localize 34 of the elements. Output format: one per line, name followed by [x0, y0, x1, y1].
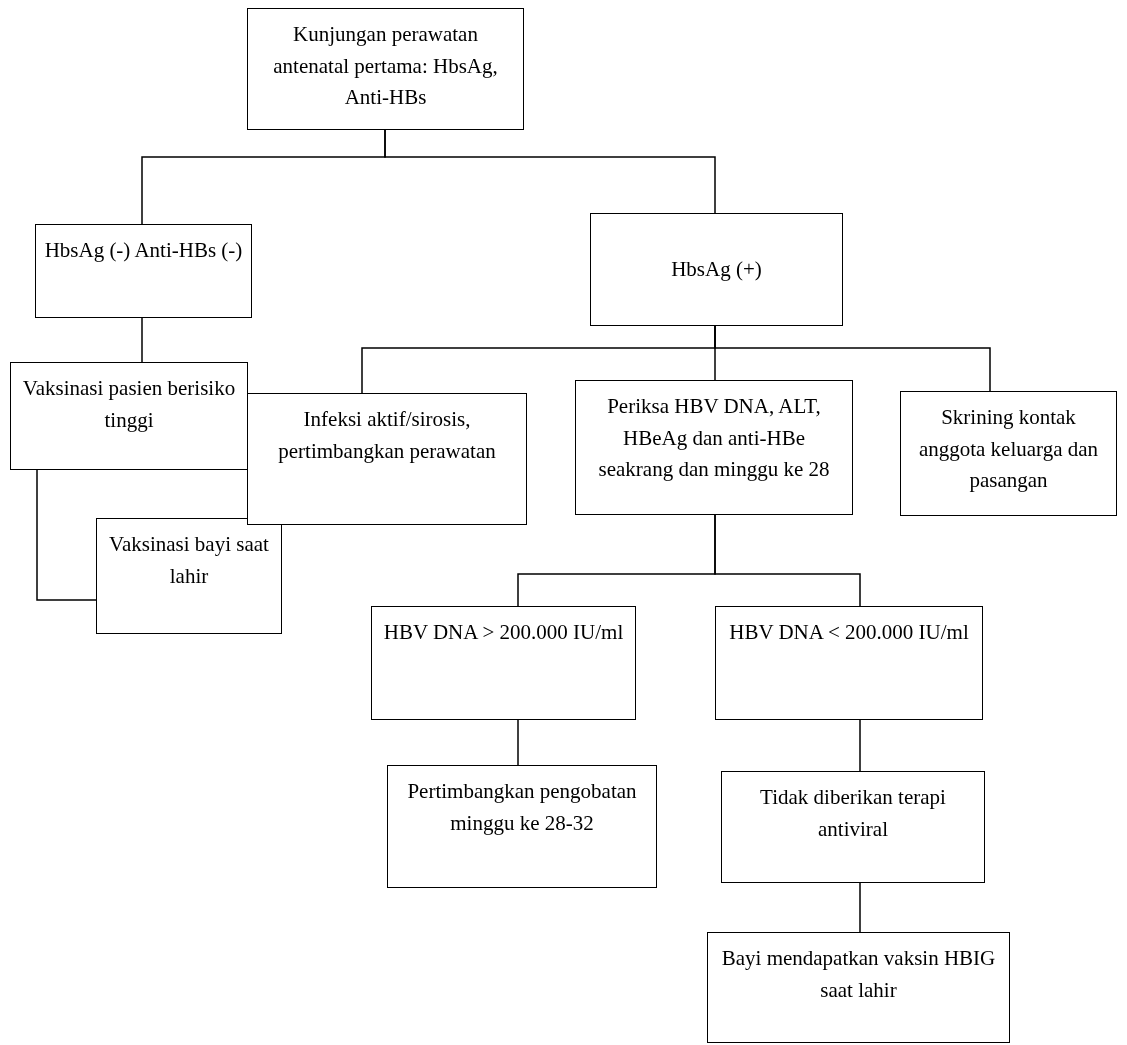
process-box: [247, 393, 527, 525]
process-box: [721, 771, 985, 883]
box-text: Periksa HBV DNA, ALT, HBeAg dan anti-HBe seakrang dan minggu ke 28: [597, 393, 831, 483]
box-text: Pertimbangkan pengobatan minggu ke 28-32: [406, 778, 638, 837]
connector-line: [384, 129, 716, 214]
box-text: Vaksinasi bayi saat lahir: [108, 531, 270, 590]
connector-line: [36, 469, 97, 601]
box-text: Infeksi aktif/sirosis, pertimbangkan perawatan: [277, 406, 497, 465]
connector-line: [714, 325, 991, 392]
connector-line: [859, 882, 861, 933]
process-box: [575, 380, 853, 515]
box-text: Bayi mendapatkan vaksin HBIG saat lahir: [720, 945, 997, 1004]
connector-line: [517, 719, 519, 766]
process-box: [900, 391, 1117, 516]
process-box: [247, 8, 524, 130]
connector-line: [859, 719, 861, 772]
process-box: [387, 765, 657, 888]
box-text: HbsAg (+): [671, 255, 762, 283]
box-text: HBV DNA < 200.000 IU/ml: [729, 619, 969, 646]
process-box: [371, 606, 636, 720]
box-text: HBV DNA > 200.000 IU/ml: [383, 619, 624, 646]
process-box: [35, 224, 252, 318]
connector-line: [714, 514, 861, 607]
box-text: Kunjungan perawatan antenatal pertama: HbsAg, Anti-HBs: [272, 21, 499, 111]
process-box: [707, 932, 1010, 1043]
box-text: Vaksinasi pasien berisiko tinggi: [21, 375, 237, 434]
process-box: [96, 518, 282, 634]
box-text: Tidak diberikan terapi antiviral: [759, 784, 947, 843]
connector-line: [141, 317, 143, 363]
process-box: [715, 606, 983, 720]
box-text: HbsAg (-) Anti-HBs (-): [44, 237, 243, 264]
process-box: [590, 213, 843, 326]
box-text: Skrining kontak anggota keluarga dan pasangan: [917, 404, 1100, 494]
process-box: [10, 362, 248, 470]
